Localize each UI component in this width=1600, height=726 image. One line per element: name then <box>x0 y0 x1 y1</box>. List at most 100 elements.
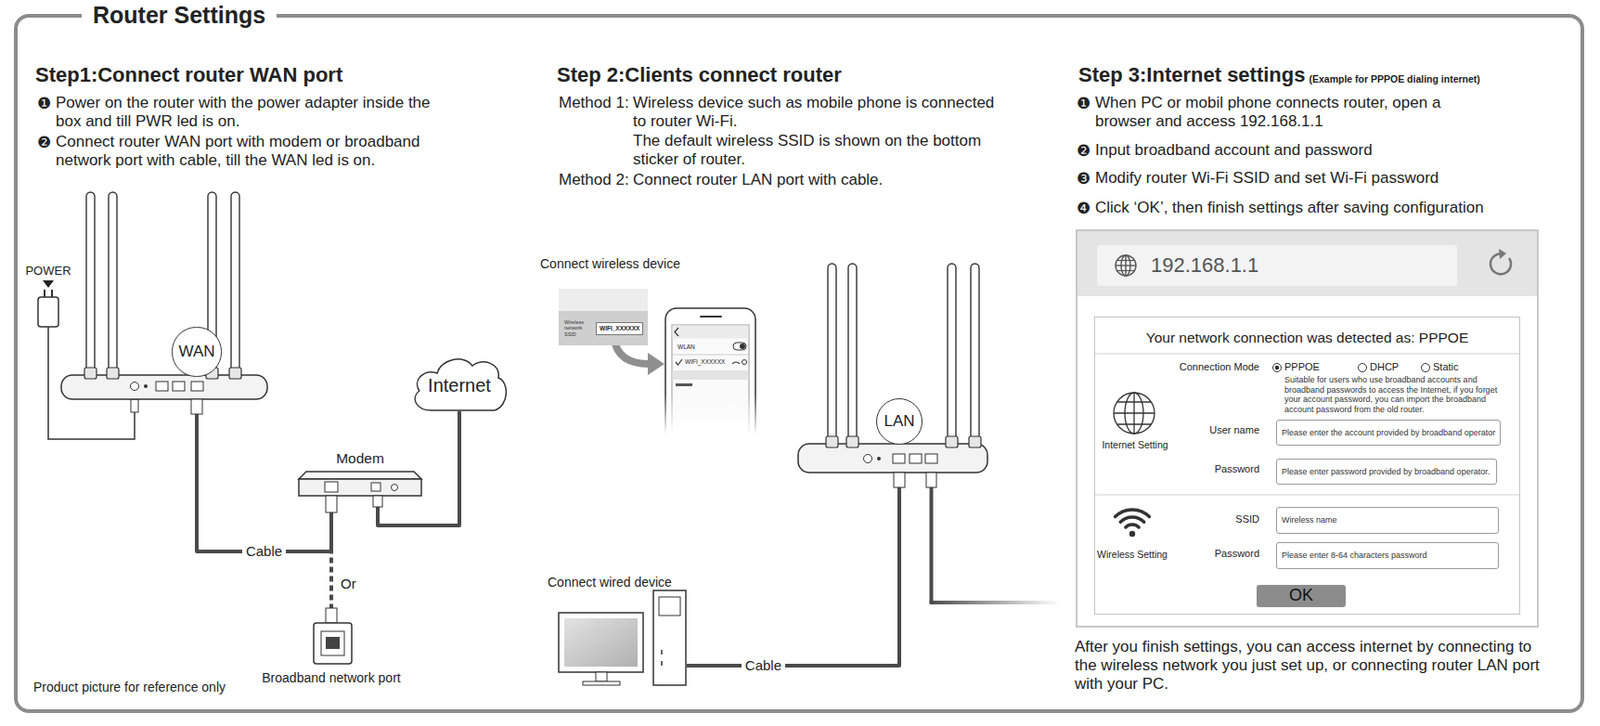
node-text: Please enter the account provided by bro… <box>1281 427 1496 439</box>
modem-front <box>298 478 422 496</box>
cable-plug <box>926 472 937 488</box>
lan-port <box>909 453 922 464</box>
radio-button <box>1421 363 1431 373</box>
section-label: Wireless Setting <box>1081 548 1184 560</box>
phone-speaker <box>700 315 722 318</box>
lan-port <box>172 381 185 391</box>
browser-window <box>1076 230 1538 627</box>
step-heading: Step 2:Clients connect router <box>556 63 842 88</box>
antenna-base <box>968 436 981 448</box>
globe-line <box>1117 259 1135 261</box>
globe-line <box>1124 255 1126 276</box>
instruction-text: Modify router Wi-Fi SSID and set Wi-Fi p… <box>1095 168 1439 188</box>
globe-outline <box>1115 255 1136 276</box>
edge-label: Cable <box>741 657 786 674</box>
heading-note: (Example for PPPOE dialing internet) <box>1308 73 1480 85</box>
text-input: Please enter 8-64 characters password <box>1276 541 1499 569</box>
instruction-text: When PC or mobil phone connects router, … <box>1095 93 1467 131</box>
reload-head <box>1498 248 1507 259</box>
cable-plug <box>373 495 383 507</box>
instruction-text: Connect router WAN port with modem or br… <box>55 132 451 170</box>
step-heading: Step 3:Internet settings <box>1078 63 1305 88</box>
callout-circle: WAN <box>171 326 221 376</box>
globe-line <box>1117 270 1135 271</box>
drive-bay <box>658 596 681 616</box>
ssid-sticker: Wireless network SSIDWIFI_XXXXXX <box>558 288 648 346</box>
node-text: OK <box>1289 586 1314 606</box>
method-label: Method 1: <box>558 93 630 113</box>
text-input: Please enter the account provided by bro… <box>1276 419 1501 446</box>
screen-band <box>672 370 749 380</box>
instruction-text: Connect router LAN port with cable. <box>632 170 883 190</box>
power-jack <box>130 382 140 391</box>
info-mini <box>742 360 748 365</box>
power-jack <box>864 454 873 464</box>
back-chevron <box>674 327 679 336</box>
wifi-arc <box>1115 509 1150 517</box>
cable-connector <box>196 376 332 624</box>
method-label: Method 2: <box>558 170 630 190</box>
screen-bar <box>675 383 693 387</box>
radio-button <box>1358 363 1368 373</box>
field-label: User name <box>1157 424 1260 437</box>
wifi-dot <box>1129 530 1136 537</box>
cloud-outline <box>414 359 506 411</box>
wall-plate-inner <box>321 631 345 656</box>
instruction-text: Power on the router with the power adapt… <box>55 93 432 131</box>
field-label: Connection Mode <box>1157 361 1260 374</box>
edge-label: Cable <box>242 542 286 560</box>
field-label: Password <box>1157 463 1260 476</box>
power-adapter <box>38 296 59 327</box>
divider <box>1094 353 1521 355</box>
radio-dot <box>1275 365 1280 371</box>
cable-plug <box>325 495 337 513</box>
antenna <box>970 263 980 446</box>
browser-bar <box>1077 231 1537 297</box>
instruction-text: The default wireless SSID is shown on th… <box>632 131 1009 169</box>
wall-plate <box>313 622 352 664</box>
page-title: Router Settings <box>81 1 277 28</box>
step-number: ❶ <box>1076 93 1091 113</box>
step-heading: Step1:Connect router WAN port <box>35 63 343 88</box>
node-subtext: WIFI_XXXXXX <box>595 322 644 336</box>
reset-button <box>877 456 881 461</box>
tower-mark <box>660 649 663 655</box>
modem-port <box>371 482 381 491</box>
globe-line <box>1117 400 1151 402</box>
modem-port <box>324 481 338 492</box>
wired-pc: Connect wired device <box>547 573 687 687</box>
cable-connector <box>377 411 460 526</box>
address-bar: 192.168.1.1 <box>1096 245 1458 286</box>
text-input: Please enter password provided by broadb… <box>1276 458 1497 485</box>
phone-fade <box>660 394 762 452</box>
antenna-base <box>825 436 839 448</box>
antenna-base <box>846 436 859 448</box>
lan-port <box>155 381 168 391</box>
wan-port <box>191 381 204 391</box>
node-text: Wireless network SSID <box>564 319 593 338</box>
closing-note: After you finish settings, you can acces… <box>1074 637 1544 694</box>
wall-socket <box>325 636 340 649</box>
router-body <box>798 443 988 473</box>
toggle-knob <box>739 343 746 349</box>
wan-port <box>925 453 938 464</box>
step-number: ❷ <box>37 132 52 152</box>
cable-connector <box>196 376 332 553</box>
ok-button: OK <box>1256 584 1346 607</box>
instruction-text: Input broadband account and password <box>1095 141 1373 160</box>
pointer-triangle <box>42 280 54 288</box>
step-number: ❷ <box>1076 141 1091 160</box>
node-text: Wireless name <box>1281 515 1338 526</box>
field-label: Password <box>1157 547 1260 560</box>
node-text: Your network connection was detected as:… <box>1146 329 1470 348</box>
modem-jack <box>391 484 399 491</box>
monitor <box>558 612 644 672</box>
wifi-arc <box>1120 516 1144 522</box>
radio-label: PPPOE <box>1284 361 1320 374</box>
antenna-base <box>229 367 242 379</box>
power-label: POWER <box>15 263 81 278</box>
radio-label: DHCP <box>1369 361 1399 374</box>
node-text: Please enter 8-64 characters password <box>1281 550 1428 561</box>
node-text: Please enter password provided by broadb… <box>1281 466 1490 478</box>
